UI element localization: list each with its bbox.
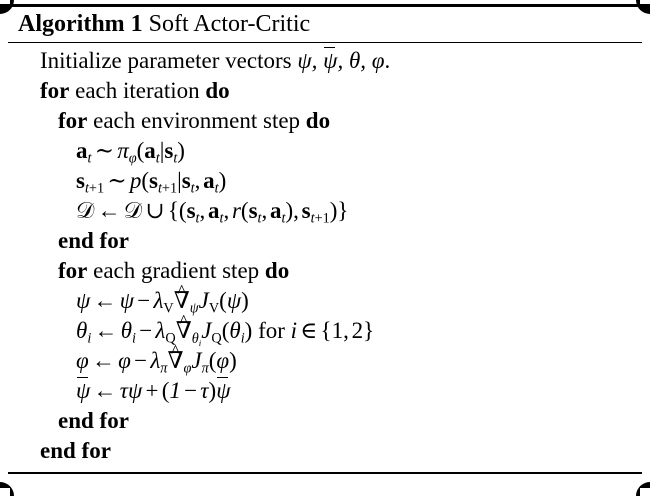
for-iteration-text: each iteration — [75, 78, 200, 103]
initialize-symbols: ψ,ψ,θ,φ. — [297, 46, 390, 73]
keyword-do: do — [264, 258, 290, 283]
equation-sample-next-state: st+1∼p(st+1|st,at) — [76, 168, 227, 197]
corner-mask — [640, 488, 650, 496]
algorithm-title-rule — [8, 42, 642, 43]
keyword-end-for: end for — [58, 408, 129, 433]
algorithm-name-label: Soft Actor-Critic — [148, 11, 311, 37]
keyword-end-for: end for — [40, 438, 111, 463]
equation-update-psi-bar: ψ←τψ+(1−τ)ψ — [76, 376, 230, 403]
keyword-do: do — [205, 78, 230, 103]
algorithm-line-update-phi: φ←φ−λπ∇φJπ(φ) — [8, 346, 642, 376]
keyword-for: for — [58, 108, 88, 133]
algorithm-line-sample-action: at∼πφ(at|st) — [8, 136, 642, 166]
algorithm-line-update-psi: ψ←ψ−λV∇ψJV(ψ) — [8, 286, 642, 316]
initialize-text: Initialize parameter vectors — [40, 48, 292, 73]
algorithm-line-update-psi-bar: ψ←τψ+(1−τ)ψ — [8, 376, 642, 406]
keyword-do: do — [305, 108, 331, 133]
keyword-end-for: end for — [58, 228, 129, 253]
algorithm-line-update-buffer: 𝒟←𝒟∪{(st,at,r(st,at),st+1)} — [8, 196, 642, 226]
page-corner-bottom-right — [636, 482, 650, 496]
algorithm-line-end-for-iteration: end for — [8, 436, 642, 466]
corner-mask — [0, 488, 10, 496]
keyword-for: for — [58, 258, 88, 283]
keyword-for: for — [40, 78, 70, 103]
for-gradient-step-text: each gradient step — [93, 258, 260, 283]
algorithm-top-rule — [8, 4, 642, 7]
page-corner-bottom-left — [0, 482, 14, 496]
equation-update-psi: ψ←ψ−λV∇ψJV(ψ) — [76, 288, 249, 316]
equation-update-buffer: 𝒟←𝒟∪{(st,at,r(st,at),st+1)} — [76, 198, 349, 227]
algorithm-number-label: Algorithm 1 — [18, 11, 143, 37]
algorithm-line-end-for-gradient: end for — [8, 406, 642, 436]
for-env-step-text: each environment step — [93, 108, 301, 133]
algorithm-line-sample-next-state: st+1∼p(st+1|st,at) — [8, 166, 642, 196]
equation-update-theta: θi←θi−λQ∇θiJQ(θi) — [76, 318, 252, 347]
equation-update-phi: φ←φ−λπ∇φJπ(φ) — [76, 348, 237, 376]
algorithm-bottom-rule — [8, 472, 642, 474]
algorithm-line-end-for-env: end for — [8, 226, 642, 256]
equation-sample-action: at∼πφ(at|st) — [76, 138, 185, 167]
